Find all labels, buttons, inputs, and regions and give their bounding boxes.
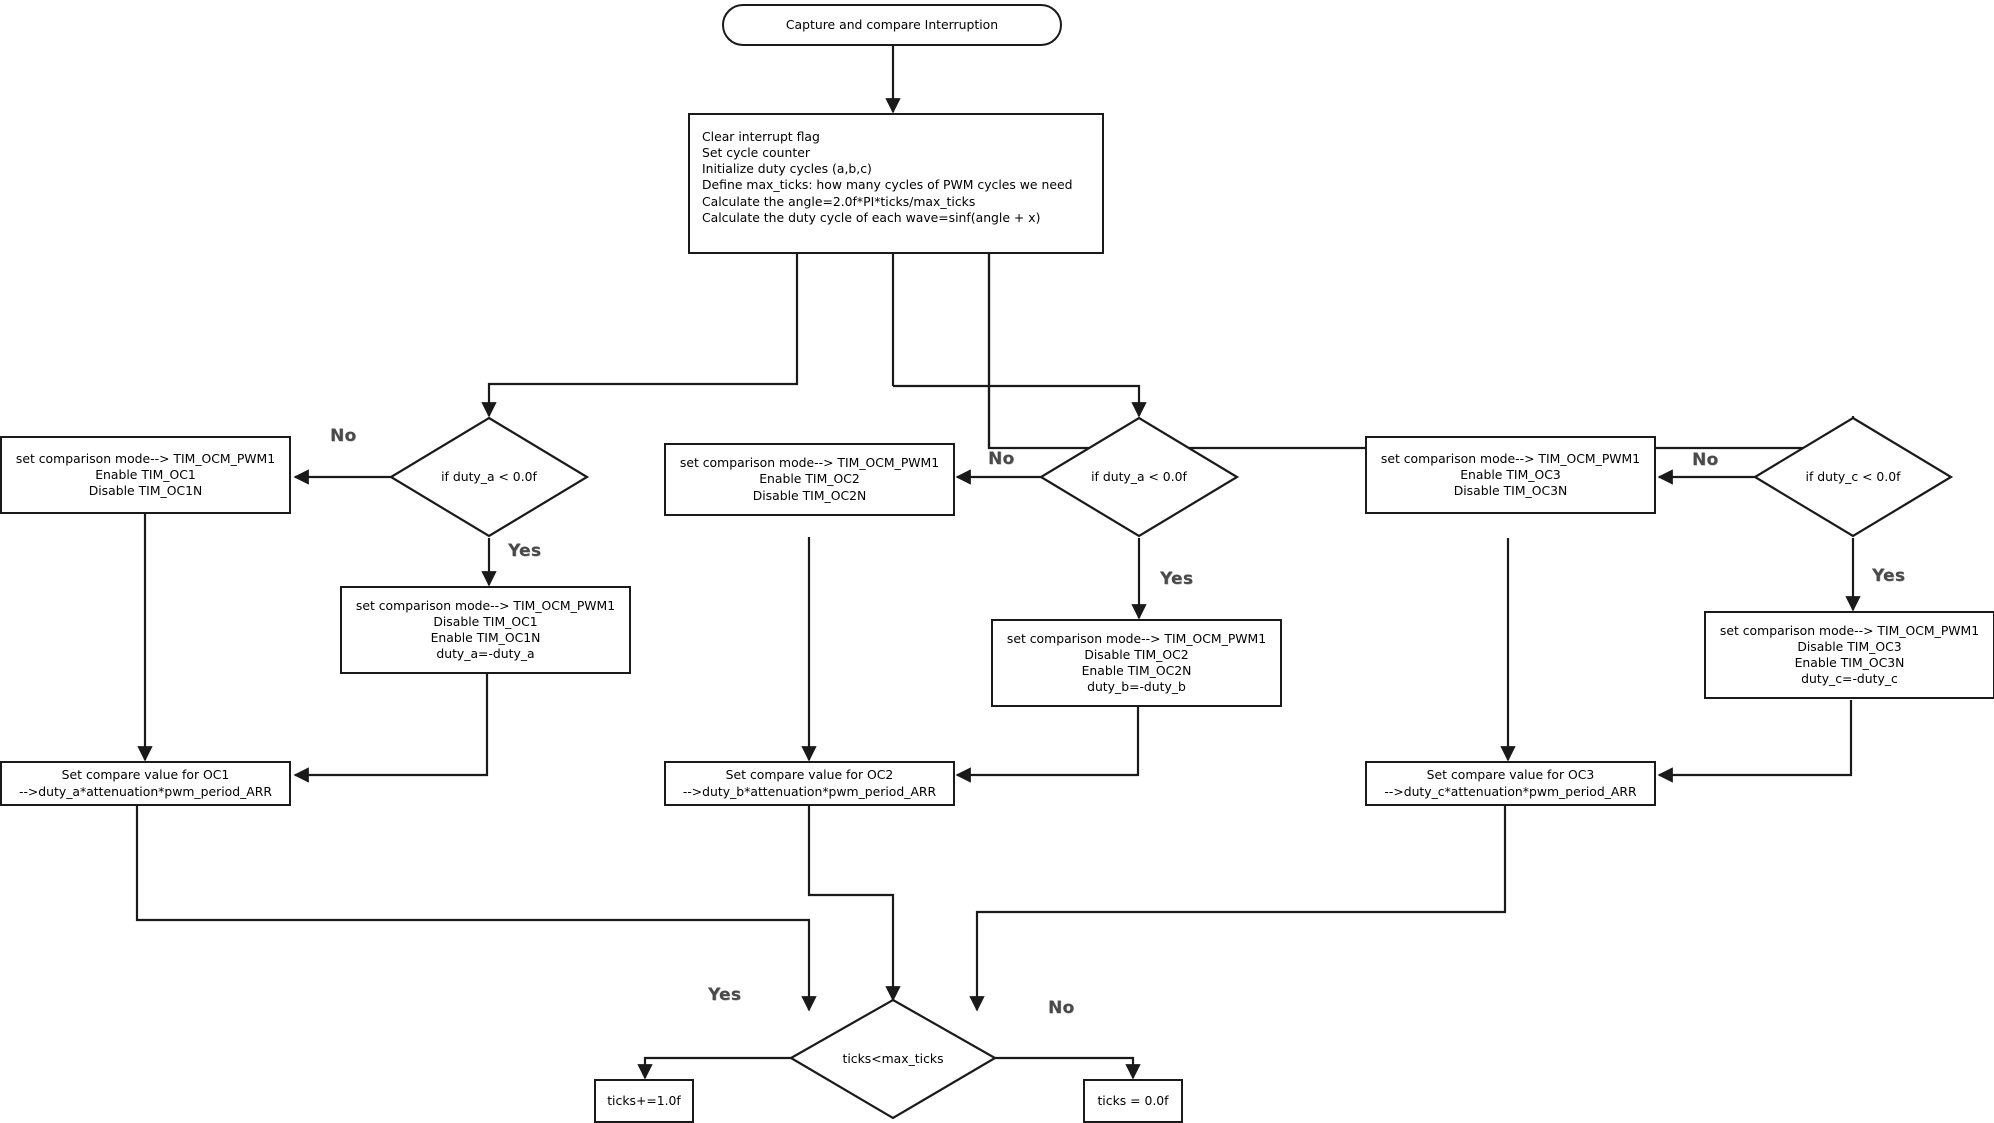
edge-label-a-yes: Yes [508, 541, 542, 561]
node-decision-ticks-label: ticks<max_ticks [842, 1050, 944, 1066]
edge-label-ticks-yes: Yes [708, 985, 742, 1005]
node-ticks-increment[interactable]: ticks+=1.0f [594, 1079, 694, 1123]
node-a-no-label: set comparison mode--> TIM_OCM_PWM1 Enab… [15, 450, 276, 499]
node-c-no[interactable]: set comparison mode--> TIM_OCM_PWM1 Enab… [1365, 436, 1656, 514]
node-decision-duty-b-label: if duty_a < 0.0f [1091, 468, 1187, 484]
node-set-compare-oc3[interactable]: Set compare value for OC3 -->duty_c*atte… [1365, 761, 1656, 806]
node-init-label: Clear interrupt flag Set cycle counter I… [702, 129, 1073, 225]
node-set-compare-oc1[interactable]: Set compare value for OC1 -->duty_a*atte… [0, 761, 291, 806]
edge-ticks-yes [637, 1056, 791, 1080]
edge-ticks-no [995, 1056, 1141, 1080]
node-b-yes[interactable]: set comparison mode--> TIM_OCM_PWM1 Disa… [991, 619, 1282, 707]
edge-label-c-yes: Yes [1872, 566, 1906, 586]
node-set-compare-oc2-label: Set compare value for OC2 -->duty_b*atte… [682, 767, 937, 799]
edge-init-to-dec-a [481, 254, 799, 418]
node-c-yes-label: set comparison mode--> TIM_OCM_PWM1 Disa… [1719, 622, 1980, 687]
edge-b-yes-to-oc2 [955, 707, 1140, 783]
node-set-compare-oc2[interactable]: Set compare value for OC2 -->duty_b*atte… [664, 761, 955, 806]
node-decision-ticks[interactable]: ticks<max_ticks [788, 998, 998, 1120]
node-set-compare-oc3-label: Set compare value for OC3 -->duty_c*atte… [1384, 767, 1637, 799]
node-decision-duty-c-label: if duty_c < 0.0f [1805, 468, 1901, 484]
edge-label-b-yes: Yes [1160, 569, 1194, 589]
node-ticks-reset-label: ticks = 0.0f [1097, 1092, 1169, 1108]
node-decision-duty-a[interactable]: if duty_a < 0.0f [388, 416, 590, 538]
edge-label-ticks-no: No [1048, 998, 1075, 1018]
node-c-yes[interactable]: set comparison mode--> TIM_OCM_PWM1 Disa… [1704, 611, 1994, 699]
node-decision-duty-b[interactable]: if duty_a < 0.0f [1038, 416, 1240, 538]
node-decision-duty-a-label: if duty_a < 0.0f [441, 468, 537, 484]
node-decision-duty-c[interactable]: if duty_c < 0.0f [1752, 416, 1954, 538]
node-ticks-increment-label: ticks+=1.0f [607, 1092, 681, 1108]
edge-label-b-no: No [988, 449, 1015, 469]
edge-label-a-no: No [330, 426, 357, 446]
node-b-no[interactable]: set comparison mode--> TIM_OCM_PWM1 Enab… [664, 443, 955, 516]
node-a-yes-label: set comparison mode--> TIM_OCM_PWM1 Disa… [355, 597, 616, 662]
edge-label-c-no: No [1692, 450, 1719, 470]
edge-a-yes-to-oc1 [293, 673, 489, 783]
edge-init-to-dec-b [893, 384, 1147, 418]
edge-oc2-to-ticks [807, 805, 901, 1002]
node-start-label: Capture and compare Interruption [785, 16, 999, 32]
node-start[interactable]: Capture and compare Interruption [722, 4, 1062, 46]
edge-oc1-to-ticks [135, 805, 817, 1012]
node-c-no-label: set comparison mode--> TIM_OCM_PWM1 Enab… [1380, 450, 1641, 499]
node-init[interactable]: Clear interrupt flag Set cycle counter I… [688, 113, 1104, 254]
node-a-no[interactable]: set comparison mode--> TIM_OCM_PWM1 Enab… [0, 436, 291, 514]
node-ticks-reset[interactable]: ticks = 0.0f [1083, 1079, 1183, 1123]
edge-c-yes-to-oc3 [1657, 700, 1853, 783]
node-b-no-label: set comparison mode--> TIM_OCM_PWM1 Enab… [679, 455, 940, 503]
node-set-compare-oc1-label: Set compare value for OC1 -->duty_a*atte… [18, 767, 272, 799]
edge-oc3-to-ticks [969, 805, 1507, 1012]
node-a-yes[interactable]: set comparison mode--> TIM_OCM_PWM1 Disa… [340, 586, 631, 674]
node-b-yes-label: set comparison mode--> TIM_OCM_PWM1 Disa… [1006, 630, 1267, 695]
